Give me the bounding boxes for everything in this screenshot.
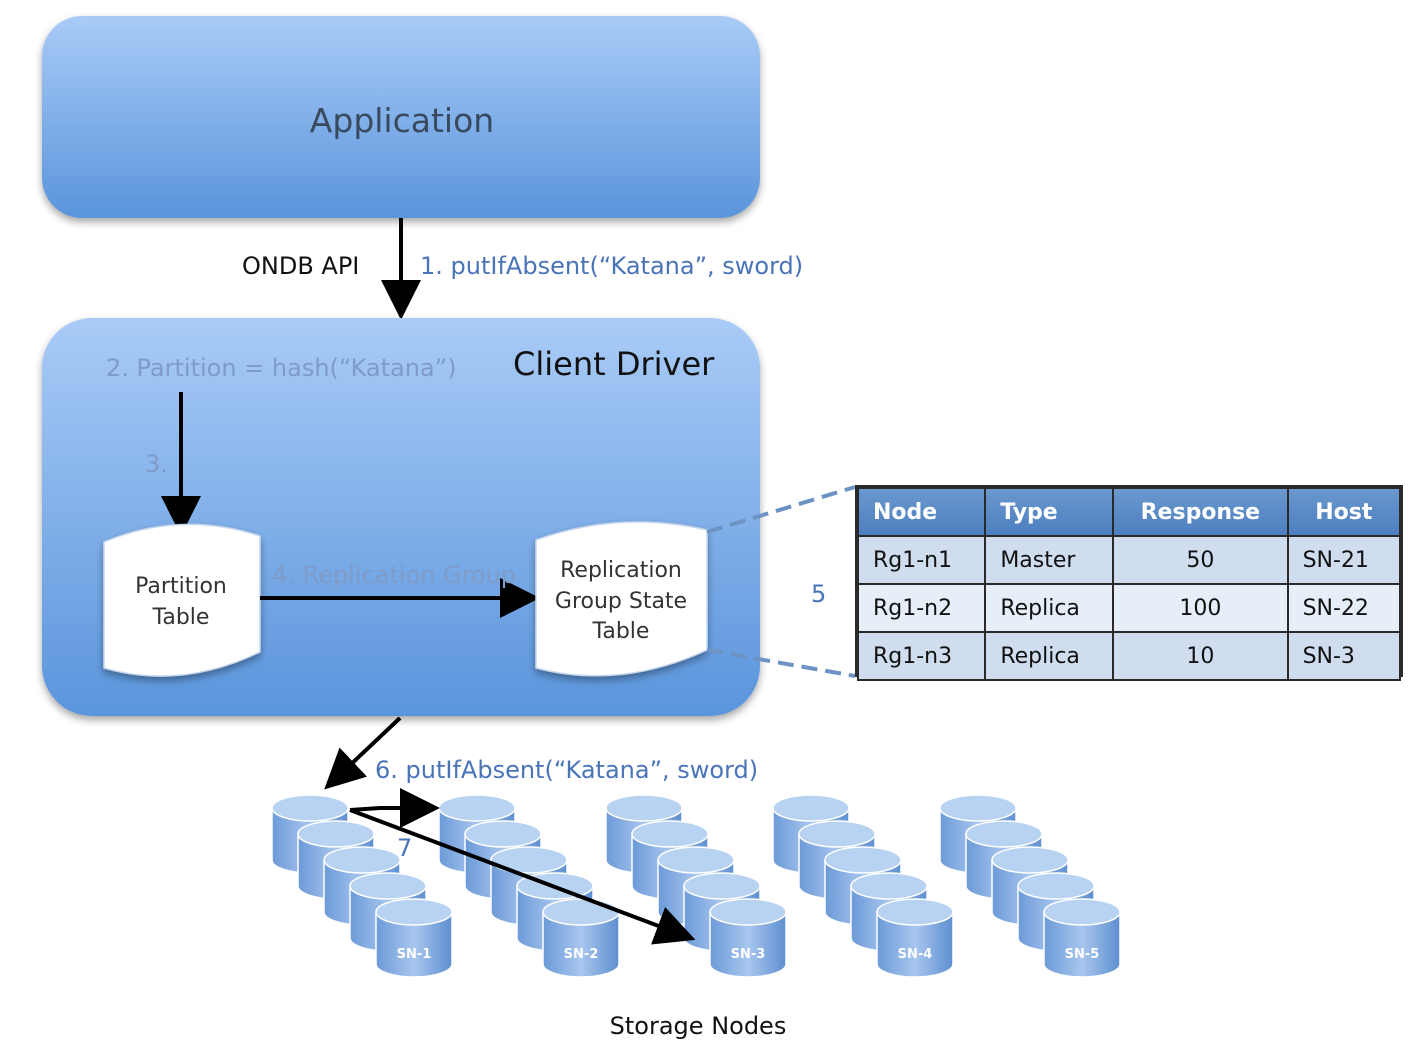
storage-node-cylinder: SN-4 [876, 898, 954, 978]
rg-state-table-document: Replication Group State Table [535, 521, 708, 677]
zoom-line-bottom [706, 648, 856, 678]
table-row: Rg1-n1 Master 50 SN-21 [856, 535, 1402, 585]
cell-response: 100 [1112, 583, 1289, 633]
cell-host: SN-22 [1286, 583, 1402, 633]
client-driver-label: Client Driver [513, 345, 715, 383]
header-response: Response [1112, 487, 1289, 537]
application-label: Application [310, 101, 494, 140]
step-4-label: 4. Replication Group [272, 561, 516, 589]
storage-node-label: SN-5 [1065, 947, 1100, 962]
application-box: Application [42, 16, 760, 218]
partition-table-line2: Table [152, 605, 210, 630]
cell-node: Rg1-n1 [856, 535, 987, 585]
step-2-label: 2. Partition = hash(“Katana”) [106, 354, 456, 382]
step-7-arrows [349, 788, 696, 945]
storage-node-cylinder: SN-2 [542, 898, 620, 978]
rg-state-table-line3: Table [592, 619, 650, 644]
table-row: Rg1-n3 Replica 10 SN-3 [856, 631, 1402, 681]
step-1-label: 1. putIfAbsent(“Katana”, sword) [420, 252, 803, 280]
storage-node-cylinder: SN-5 [1043, 898, 1121, 978]
rg-state-table-line2: Group State [555, 589, 687, 614]
cell-type: Master [984, 535, 1115, 585]
step-7-label: 7 [397, 834, 412, 862]
storage-node-label: SN-1 [397, 947, 432, 962]
cell-type: Replica [984, 583, 1115, 633]
header-type: Type [984, 487, 1115, 537]
ondb-api-label: ONDB API [242, 252, 359, 280]
header-node: Node [856, 487, 987, 537]
storage-node-cylinder: SN-3 [709, 898, 787, 978]
zoom-line-top [706, 485, 856, 534]
cell-node: Rg1-n3 [856, 631, 987, 681]
storage-node-label: SN-3 [731, 947, 766, 962]
partition-table-document: Partition Table [103, 523, 261, 677]
step-3-label: 3. [145, 450, 168, 478]
rg-state-table-line1: Replication [560, 558, 682, 583]
cell-response: 50 [1112, 535, 1289, 585]
table-header-row: Node Type Response Host [856, 487, 1402, 537]
partition-table-line1: Partition [135, 574, 227, 599]
storage-node-cylinder: SN-1 [375, 898, 453, 978]
cell-type: Replica [984, 631, 1115, 681]
client-driver-box: Client Driver 2. Partition = hash(“Katan… [42, 318, 760, 716]
cell-response: 10 [1112, 631, 1289, 681]
step-6-arrow [324, 716, 402, 790]
step-6-label: 6. putIfAbsent(“Katana”, sword) [375, 756, 758, 784]
step-5-label: 5 [811, 580, 826, 608]
cell-host: SN-21 [1286, 535, 1402, 585]
storage-nodes-caption: Storage Nodes [610, 1012, 787, 1040]
storage-node-label: SN-2 [564, 947, 599, 962]
cell-host: SN-3 [1286, 631, 1402, 681]
cell-node: Rg1-n2 [856, 583, 987, 633]
table-row: Rg1-n2 Replica 100 SN-22 [856, 583, 1402, 633]
replication-group-state-table: Node Type Response Host Rg1-n1 Master 50… [855, 485, 1403, 681]
header-host: Host [1286, 487, 1402, 537]
storage-nodes: SN-1 SN-2 SN-3 SN-4 SN-5 [271, 794, 1121, 978]
storage-node-label: SN-4 [898, 947, 933, 962]
